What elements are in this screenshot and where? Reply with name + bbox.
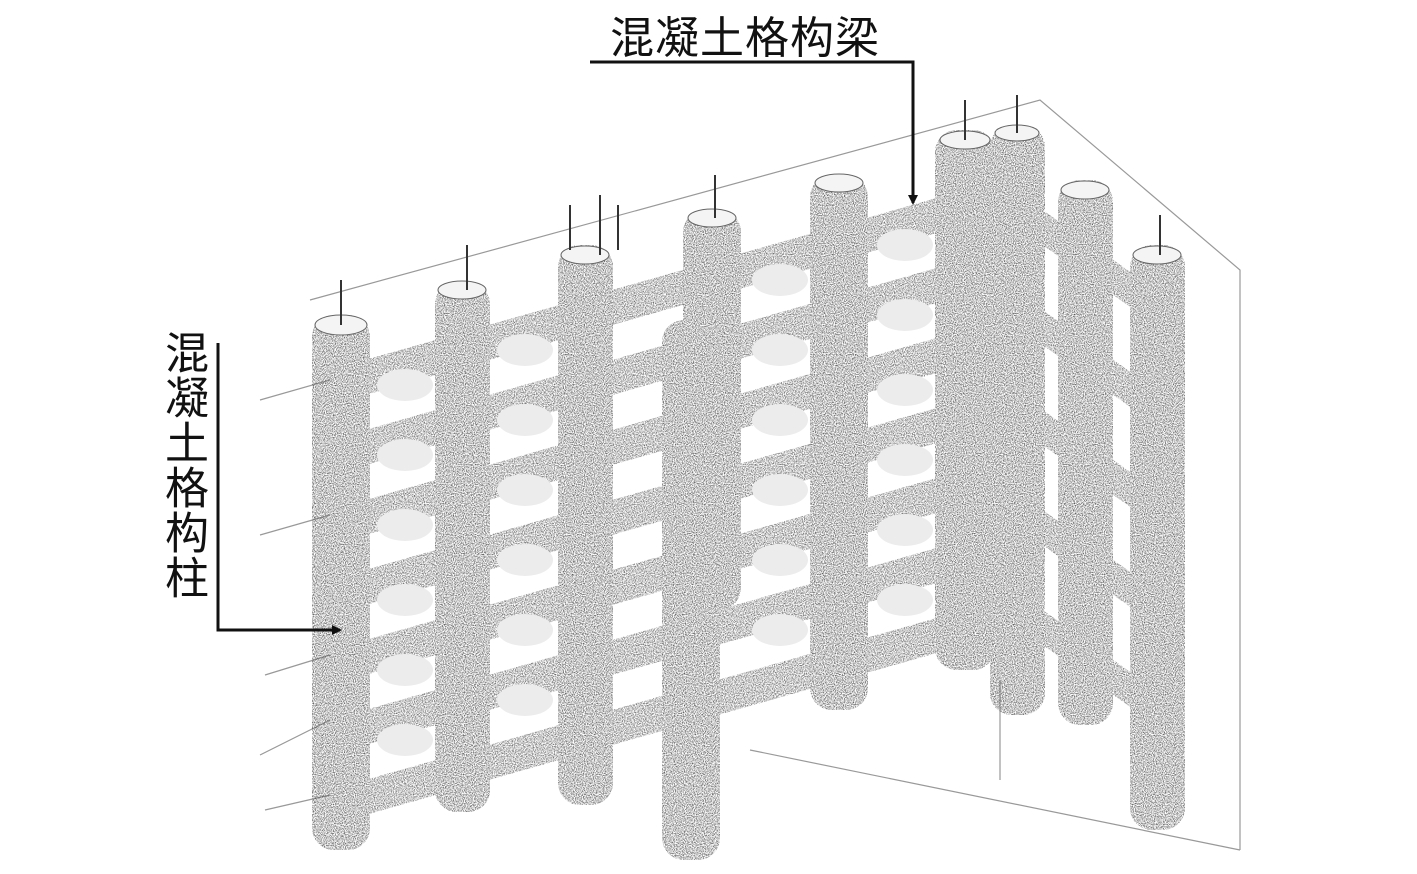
beam-callout-arrow <box>590 60 918 205</box>
concrete-lattice <box>312 125 1185 860</box>
beam-openings <box>377 229 933 756</box>
rebar-stubs <box>340 95 1161 325</box>
beam-label: 混凝土格构梁 <box>610 13 880 64</box>
column-label: 混凝土格构柱 <box>157 330 208 600</box>
lattice-columns <box>312 125 1185 860</box>
column-callout-arrow <box>216 343 342 635</box>
